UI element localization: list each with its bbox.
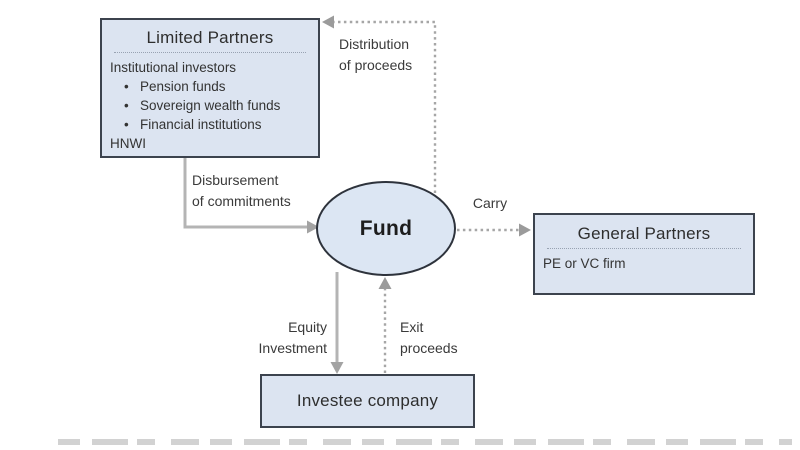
divider <box>114 52 306 53</box>
bullet-icon: • <box>124 98 129 113</box>
lp-subtitle: Institutional investors <box>110 60 237 75</box>
general-partners-node: General Partners PE or VC firm <box>533 213 755 295</box>
equity-investment-label: Equity Investment <box>258 319 327 356</box>
exit-proceeds-arrow <box>378 277 392 373</box>
lp-bullet-text: Pension funds <box>140 79 226 94</box>
limited-partners-node: Limited Partners Institutional investors… <box>100 18 320 158</box>
carry-arrow <box>457 223 531 237</box>
bullet-icon: • <box>124 79 129 94</box>
equity-investment-arrow <box>330 272 344 374</box>
lp-bullet-text: Sovereign wealth funds <box>140 98 281 113</box>
general-partners-title: General Partners <box>577 224 711 243</box>
distribution-label: Distribution of proceeds <box>339 36 413 73</box>
list-item: • Financial institutions <box>110 115 310 134</box>
bullet-icon: • <box>124 117 129 132</box>
investee-company-title: Investee company <box>296 391 439 410</box>
fund-title: Fund <box>359 216 413 240</box>
general-partners-subtitle: PE or VC firm <box>543 256 626 271</box>
fund-node: Fund <box>316 181 456 276</box>
carry-label: Carry <box>472 195 508 211</box>
disbursement-label: Disbursement of commitments <box>192 172 291 209</box>
arrowhead-up-icon <box>378 277 392 289</box>
arrowhead-left-icon <box>322 15 334 29</box>
limited-partners-title: Limited Partners <box>146 28 274 47</box>
arrowhead-right-icon <box>519 223 531 237</box>
limited-partners-body: Institutional investors • Pension funds … <box>102 58 318 153</box>
list-item: • Sovereign wealth funds <box>110 96 310 115</box>
lp-footer: HNWI <box>110 136 146 151</box>
exit-proceeds-label: Exit proceeds <box>400 319 458 356</box>
lp-bullet-text: Financial institutions <box>140 117 262 132</box>
arrowhead-down-icon <box>330 362 344 374</box>
investee-company-node: Investee company <box>260 374 475 428</box>
divider <box>547 248 741 249</box>
list-item: • Pension funds <box>110 77 310 96</box>
